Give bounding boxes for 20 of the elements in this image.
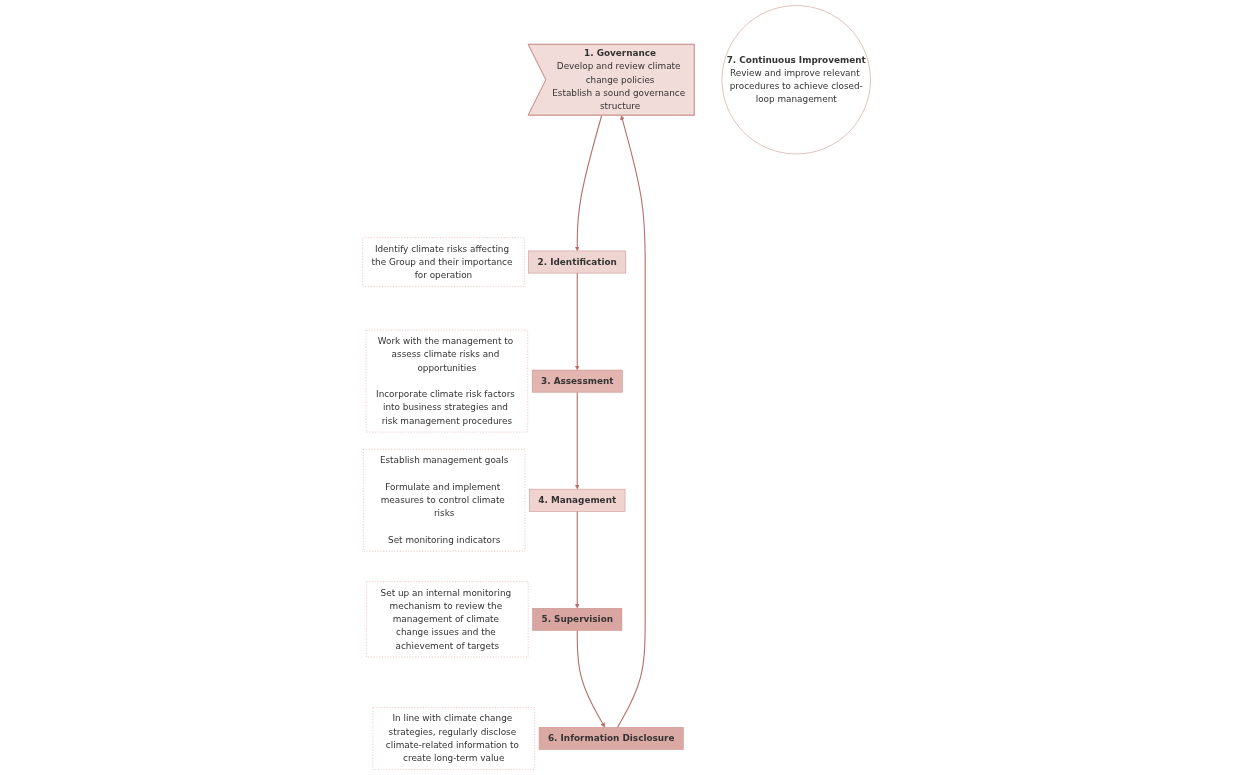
node-label: Incorporate climate risk factors into business strategies and risk management procedures: [376, 388, 515, 426]
arrow: [574, 114, 603, 252]
arrow: [574, 272, 580, 371]
node-box: 6. Information Disclosure: [538, 727, 684, 750]
node-label: In line with climate change strategies, regularly disclose climate-related information to create long-term value: [385, 712, 519, 764]
arrow: [574, 391, 580, 490]
node-label: Work with the management to assess climate risks and opportunities: [377, 335, 514, 373]
node-label: Set up an internal monitoring mechanism to review the management of climate change issues and the achievement of targets: [380, 587, 512, 651]
node-label: Establish management goals: [379, 454, 509, 466]
arrow: [574, 510, 580, 609]
node-label: Set monitoring indicators: [388, 534, 501, 546]
node-label: Formulate and implement measures to control climate risks: [380, 481, 505, 519]
node-box: 4. Management: [529, 488, 626, 512]
node-box: 2. Identification: [528, 250, 627, 274]
node-box: 3. Assessment: [531, 369, 623, 393]
arrow: [576, 629, 606, 728]
node-box: 5. Supervision: [532, 608, 623, 631]
arrow: [616, 115, 646, 728]
node-circle: 7. Continuous Improvement Review and improve relevant procedures to achieve closed-loop management: [721, 5, 871, 155]
node-label: Identify climate risks affecting the Group and their importance for operation: [371, 243, 513, 281]
